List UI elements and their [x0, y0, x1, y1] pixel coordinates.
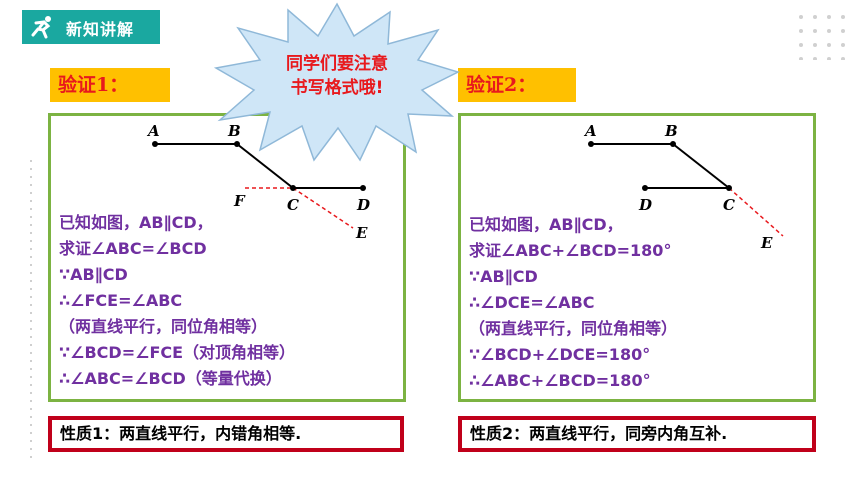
point-b: [670, 141, 676, 147]
property-2-box: 性质2：两直线平行，同旁内角互补.: [458, 416, 816, 452]
point-a: [152, 141, 158, 147]
decorative-dot-grid: [799, 15, 845, 60]
left-proof-panel: A B C D E F 已知如图，AB∥CD， 求证∠ABC=∠BCD ∵AB∥…: [48, 113, 406, 402]
label-c: C: [287, 196, 299, 214]
decorative-dotted-line: [30, 160, 32, 460]
point-d: [642, 185, 648, 191]
left-title: 验证1：: [50, 68, 170, 102]
runner-icon: [31, 16, 51, 39]
point-a: [588, 141, 594, 147]
label-d: D: [356, 196, 370, 214]
label-e: E: [355, 224, 368, 242]
label-e: E: [760, 234, 773, 252]
segment-bc: [672, 143, 730, 189]
point-c: [290, 185, 296, 191]
point-b: [234, 141, 240, 147]
callout-line-2: 书写格式哦!: [290, 78, 384, 98]
label-a: A: [146, 122, 160, 140]
proof-line: （两直线平行，同位角相等）: [59, 317, 268, 336]
right-title: 验证2：: [458, 68, 576, 102]
proof-line: ∵∠BCD=∠FCE（对顶角相等）: [59, 343, 296, 362]
left-proof-text: 已知如图，AB∥CD， 求证∠ABC=∠BCD ∵AB∥CD ∴∠FCE=∠AB…: [59, 210, 295, 392]
label-d: D: [638, 196, 652, 214]
label-f: F: [233, 192, 246, 210]
label-c: C: [723, 196, 735, 214]
label-b: B: [227, 122, 241, 140]
proof-line: ∴∠FCE=∠ABC: [59, 291, 183, 310]
right-proof-panel: A B C D E 已知如图，AB∥CD， 求证∠ABC+∠BCD=180° ∵…: [458, 113, 816, 402]
proof-line: ∴∠ABC=∠BCD（等量代换）: [59, 369, 282, 388]
right-geometry-diagram: A B C D E: [583, 122, 784, 252]
proof-line: 求证∠ABC+∠BCD=180°: [469, 241, 672, 260]
proof-line: ∵AB∥CD: [469, 267, 538, 286]
segment-bc: [236, 143, 294, 189]
label-a: A: [583, 122, 597, 140]
proof-line: ∵∠BCD+∠DCE=180°: [469, 345, 651, 364]
proof-line: 已知如图，AB∥CD，: [469, 215, 623, 234]
property-1-box: 性质1：两直线平行，内错角相等.: [48, 416, 404, 452]
dashed-ce: [728, 187, 784, 237]
proof-line: ∴∠ABC+∠BCD=180°: [469, 371, 651, 390]
section-badge: 新知讲解: [22, 10, 160, 44]
proof-line: （两直线平行，同位角相等）: [469, 319, 678, 338]
dashed-ce: [292, 187, 354, 229]
point-d: [360, 185, 366, 191]
right-proof-text: 已知如图，AB∥CD， 求证∠ABC+∠BCD=180° ∵AB∥CD ∴∠DC…: [469, 212, 677, 394]
proof-line: ∴∠DCE=∠ABC: [469, 293, 595, 312]
left-geometry-diagram: A B C D E F: [146, 122, 370, 242]
label-b: B: [664, 122, 678, 140]
proof-line: 求证∠ABC=∠BCD: [59, 239, 207, 258]
callout-text: 同学们要注意 书写格式哦!: [262, 52, 412, 100]
point-c: [726, 185, 732, 191]
proof-line: 已知如图，AB∥CD，: [59, 213, 213, 232]
proof-line: ∵AB∥CD: [59, 265, 128, 284]
section-badge-label: 新知讲解: [66, 20, 135, 39]
starburst-callout: [213, 2, 461, 162]
callout-line-1: 同学们要注意: [286, 54, 388, 74]
